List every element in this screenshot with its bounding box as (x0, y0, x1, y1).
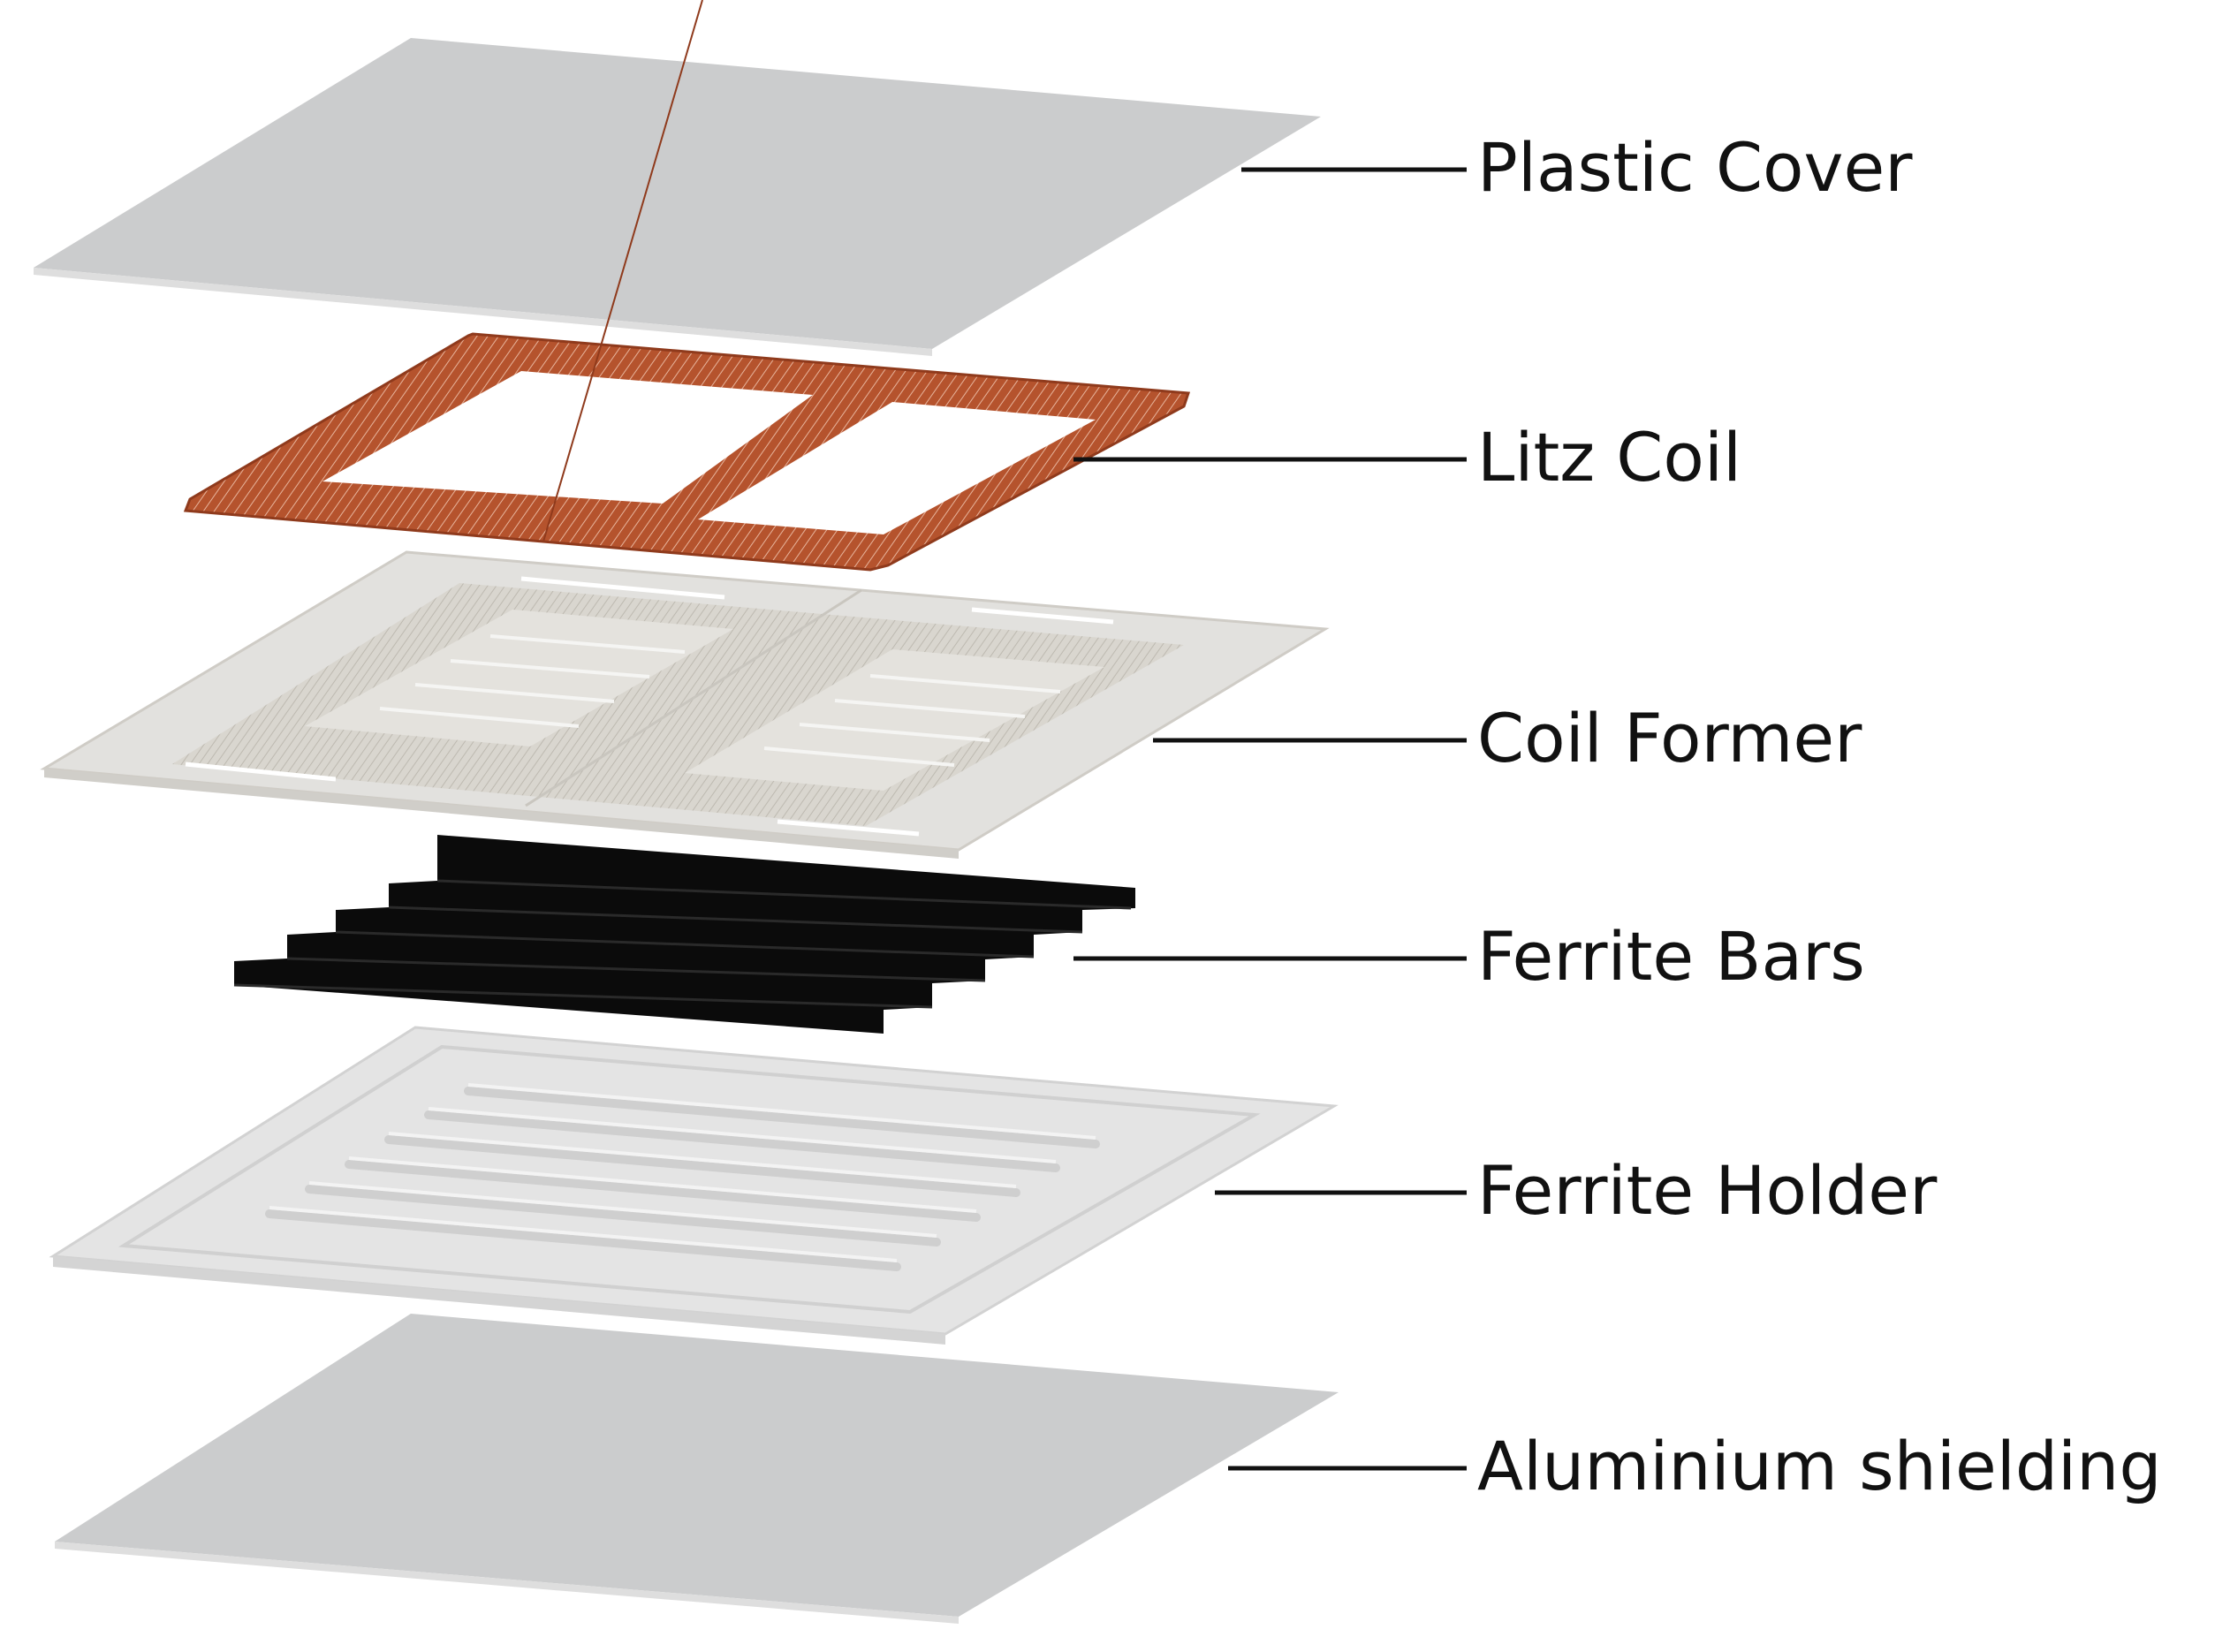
coil-former-plate (40, 550, 1330, 859)
litz-coil-shape (183, 0, 1191, 572)
label-aluminium-shielding: Aluminium shielding (1477, 1427, 2162, 1505)
plastic-cover-plate (34, 38, 1321, 356)
ferrite-bars-stack (233, 835, 1135, 1034)
label-plastic-cover: Plastic Cover (1477, 128, 1913, 207)
label-ferrite-bars: Ferrite Bars (1477, 917, 1865, 996)
label-coil-former: Coil Former (1477, 699, 1862, 777)
label-ferrite-holder: Ferrite Holder (1477, 1151, 1938, 1230)
label-litz-coil: Litz Coil (1477, 418, 1742, 496)
ferrite-holder-plate (49, 1026, 1339, 1345)
aluminium-shielding-plate (55, 1314, 1339, 1624)
